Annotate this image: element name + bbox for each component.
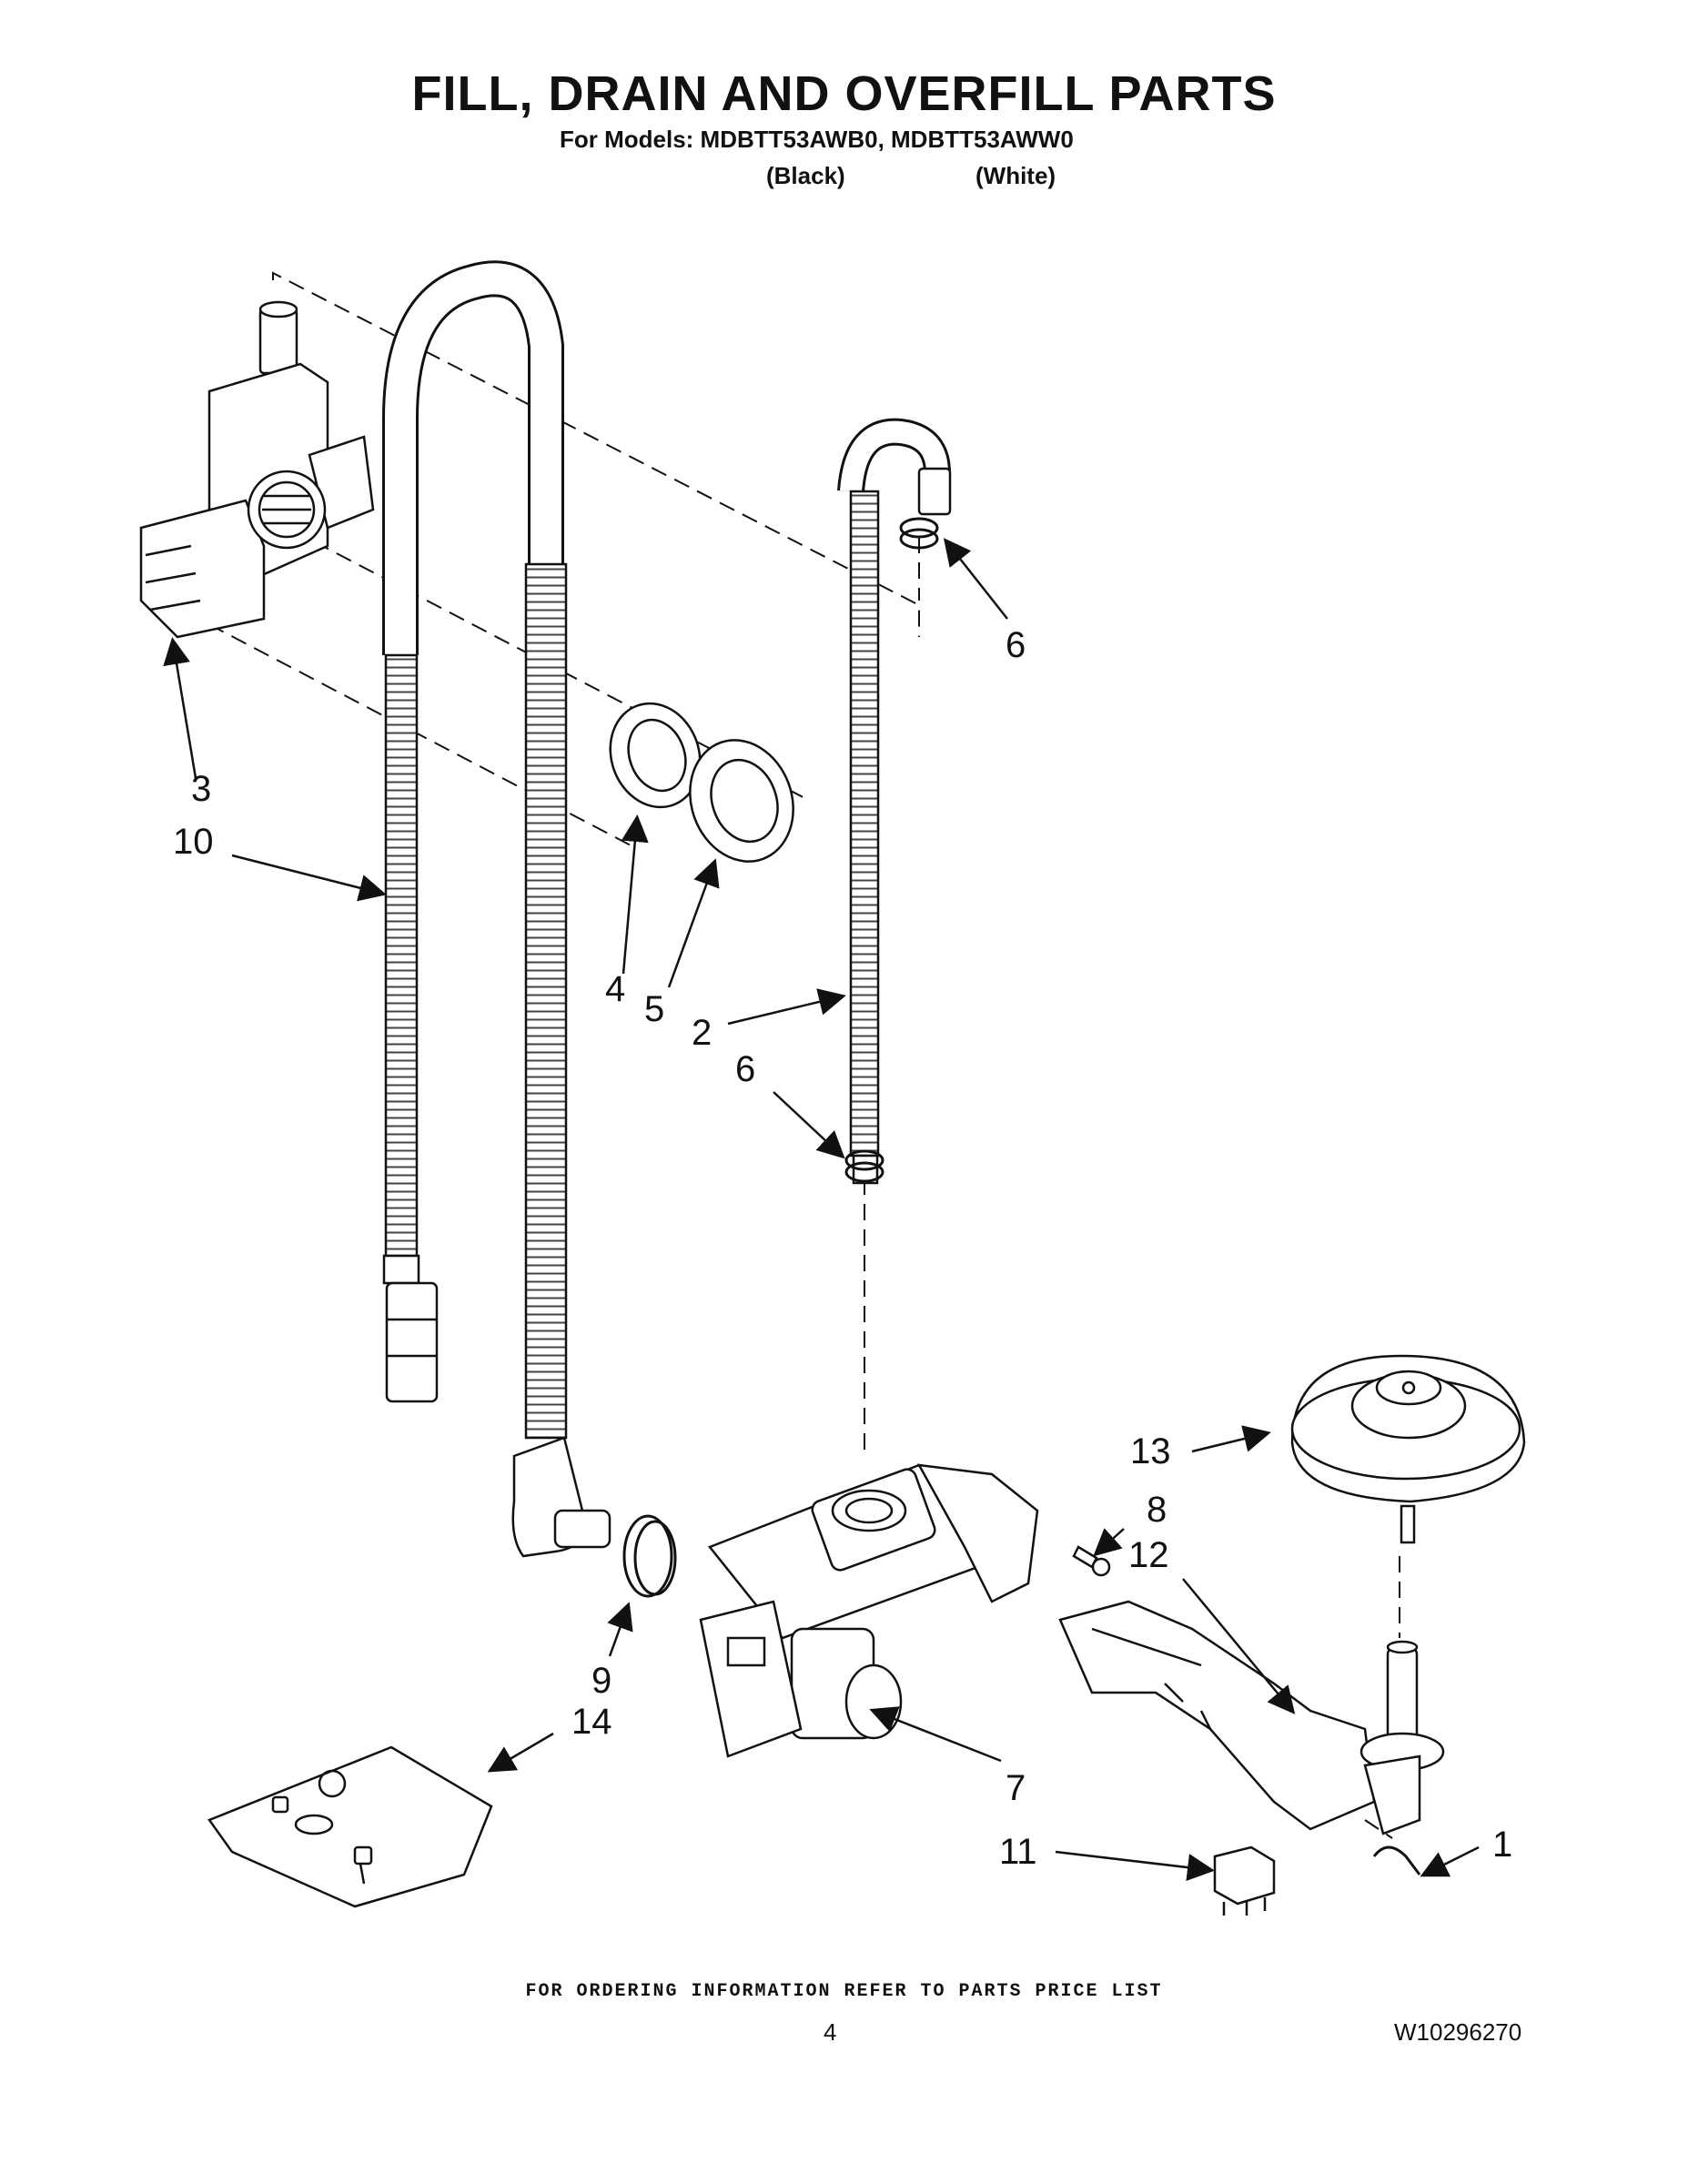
part-14-hardware-bag xyxy=(207,1745,493,1908)
ordering-note: FOR ORDERING INFORMATION REFER TO PARTS … xyxy=(525,1981,1163,2002)
leader-arrows xyxy=(163,538,1480,1881)
variant-black-label: (Black) xyxy=(766,162,845,189)
callout-3: 3 xyxy=(191,769,211,809)
part-6-hose-clamp-upper xyxy=(899,517,939,550)
part-13-float xyxy=(1290,1354,1526,1544)
part-1-retaining-clip xyxy=(1372,1845,1421,1876)
part-9-hose-clamp xyxy=(622,1514,677,1598)
part-11-microswitch xyxy=(1213,1845,1276,1916)
part-6-hose-clamp-lower xyxy=(844,1149,884,1183)
callout-2: 2 xyxy=(692,1013,712,1053)
callout-4: 4 xyxy=(605,969,625,1009)
callout-11: 11 xyxy=(999,1832,1037,1872)
callout-7: 7 xyxy=(1006,1768,1026,1808)
callout-6-lower: 6 xyxy=(735,1049,755,1089)
part-7-valve-assembly xyxy=(699,1463,1039,1758)
part-12-float-switch-bracket xyxy=(1058,1600,1445,1835)
callout-5: 5 xyxy=(644,989,664,1029)
callout-12: 12 xyxy=(1128,1535,1169,1575)
document-number: W10296270 xyxy=(1394,2018,1522,2046)
models-line: For Models: MDBTT53AWB0, MDBTT53AWW0 xyxy=(560,126,1074,153)
part-8-screw xyxy=(1072,1545,1111,1577)
part-2-fill-hose xyxy=(837,418,952,1185)
callout-1: 1 xyxy=(1492,1825,1512,1865)
page-title: FILL, DRAIN AND OVERFILL PARTS xyxy=(411,66,1277,121)
callout-6-upper: 6 xyxy=(1006,625,1026,665)
callout-13: 13 xyxy=(1130,1431,1171,1471)
callout-14: 14 xyxy=(571,1702,612,1742)
part-5-nut xyxy=(689,739,794,863)
page-number: 4 xyxy=(824,2018,837,2046)
part-4-washer xyxy=(609,702,702,809)
part-10-drain-hose xyxy=(382,260,612,1558)
callout-9: 9 xyxy=(591,1661,612,1701)
part-3-vent-bracket xyxy=(139,300,375,639)
callout-8: 8 xyxy=(1147,1490,1167,1530)
variant-white-label: (White) xyxy=(975,162,1056,189)
callout-10: 10 xyxy=(173,822,214,862)
